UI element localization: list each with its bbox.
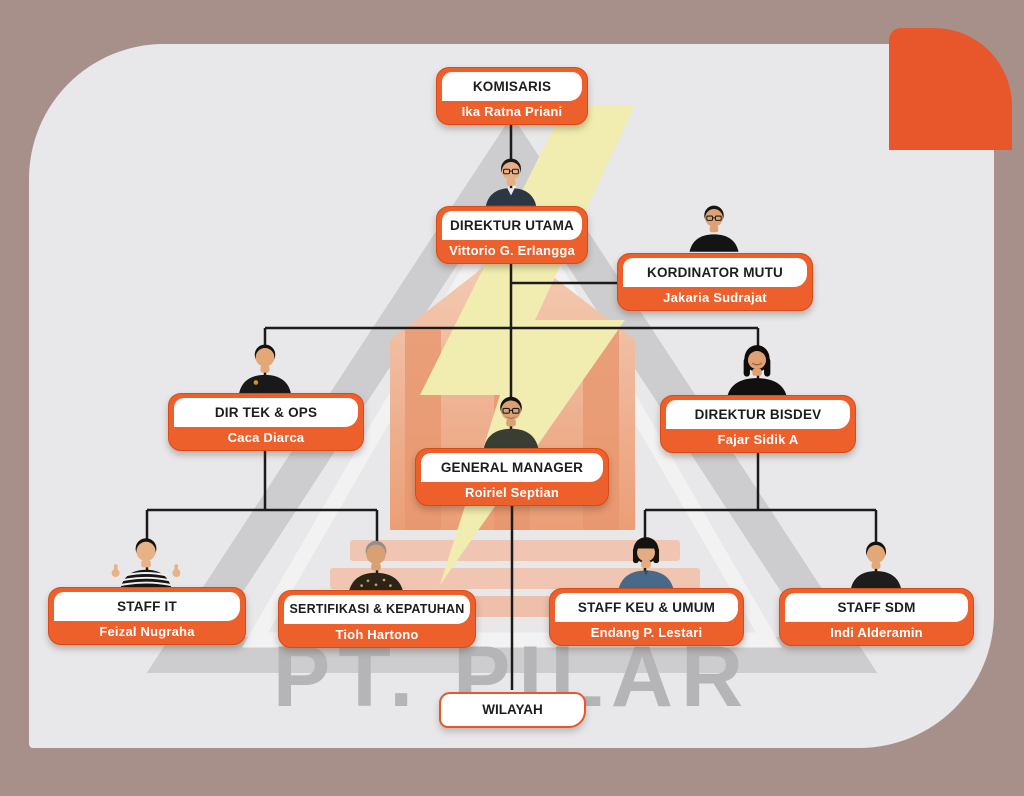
- role-title: GENERAL MANAGER: [421, 453, 603, 482]
- role-title: DIREKTUR BISDEV: [666, 400, 850, 429]
- org-node-general-manager: GENERAL MANAGER Roiriel Septian: [415, 448, 609, 506]
- role-title: STAFF IT: [54, 592, 240, 621]
- person-name: Caca Diarca: [227, 430, 305, 445]
- org-node-kordinator-mutu: KORDINATOR MUTU Jakaria Sudrajat: [617, 253, 813, 311]
- role-title: SERTIFIKASI & KEPATUHAN: [284, 595, 470, 624]
- org-node-wilayah: WILAYAH: [439, 692, 586, 728]
- person-name: Roiriel Septian: [464, 485, 560, 500]
- org-node-dir-tek-ops: DIR TEK & OPS Caca Diarca: [168, 393, 364, 451]
- org-node-komisaris: KOMISARIS Ika Ratna Priani: [436, 67, 588, 125]
- corner-quarter-shape: [889, 28, 1012, 150]
- role-title: STAFF KEU & UMUM: [555, 593, 738, 622]
- person-name: Vittorio G. Erlangga: [449, 243, 575, 258]
- role-title: DIREKTUR UTAMA: [442, 211, 582, 240]
- org-node-sertifikasi: SERTIFIKASI & KEPATUHAN Tioh Hartono: [278, 590, 476, 648]
- person-name: Ika Ratna Priani: [461, 104, 563, 119]
- org-node-staff-it: STAFF IT Feizal Nugraha: [48, 587, 246, 645]
- org-node-direktur-bisdev: DIREKTUR BISDEV Fajar Sidik A: [660, 395, 856, 453]
- org-node-direktur-utama: DIREKTUR UTAMA Vittorio G. Erlangga: [436, 206, 588, 264]
- org-node-staff-keu-umum: STAFF KEU & UMUM Endang P. Lestari: [549, 588, 744, 646]
- org-node-staff-sdm: STAFF SDM Indi Alderamin: [779, 588, 974, 646]
- person-name: Jakaria Sudrajat: [663, 290, 767, 305]
- role-title: STAFF SDM: [785, 593, 968, 622]
- role-title: KORDINATOR MUTU: [623, 258, 807, 287]
- role-title: KOMISARIS: [442, 72, 582, 101]
- person-name: Tioh Hartono: [335, 627, 419, 642]
- role-title: WILAYAH: [439, 692, 586, 728]
- role-title: DIR TEK & OPS: [174, 398, 358, 427]
- person-name: Fajar Sidik A: [717, 432, 799, 447]
- person-name: Indi Alderamin: [830, 625, 923, 640]
- person-name: Feizal Nugraha: [99, 624, 195, 639]
- person-name: Endang P. Lestari: [590, 625, 703, 640]
